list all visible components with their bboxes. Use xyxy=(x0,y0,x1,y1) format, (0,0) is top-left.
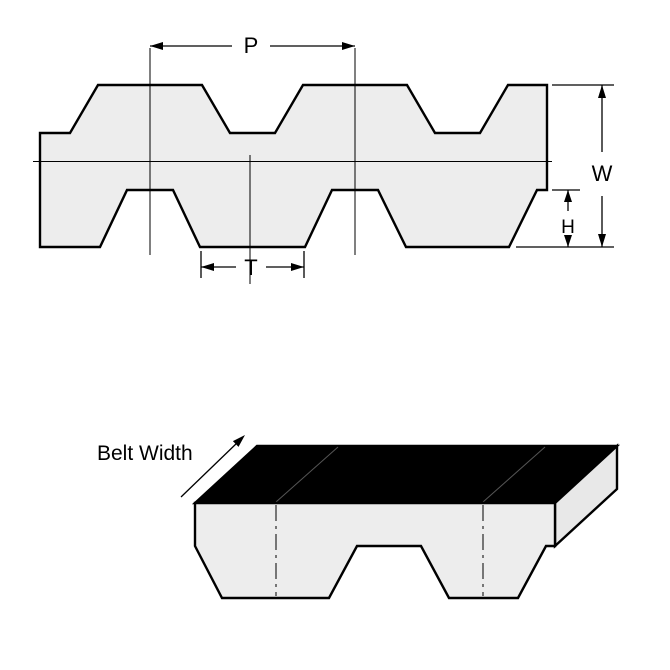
belt-front-face xyxy=(193,501,557,600)
arrowhead-p-left xyxy=(150,42,163,50)
dimension-tooth-width: T xyxy=(200,251,305,280)
arrowhead-h-bottom xyxy=(564,235,572,247)
top-face-seam-1 xyxy=(275,446,339,503)
belt-cross-section: P W H T xyxy=(33,33,614,284)
belt-width-arrowhead xyxy=(232,435,245,447)
arrowhead-w-bottom xyxy=(598,234,606,247)
belt-iso-view: Belt Width xyxy=(97,435,621,600)
dim-label-t: T xyxy=(244,255,257,280)
belt-width-label: Belt Width xyxy=(97,442,193,465)
dimension-overall-width: W xyxy=(516,84,614,248)
arrowhead-p-right xyxy=(342,42,355,50)
belt-top-face xyxy=(191,444,621,505)
arrowhead-t-left xyxy=(201,263,214,271)
belt-width-arrow-line xyxy=(180,441,239,498)
dim-label-h: H xyxy=(561,217,575,238)
dimension-tooth-height: H xyxy=(552,189,580,247)
dimension-pitch: P xyxy=(150,33,355,58)
dim-label-w: W xyxy=(592,161,613,186)
arrowhead-t-right xyxy=(291,263,304,271)
belt-profile-shape xyxy=(38,83,549,249)
top-face-seam-2 xyxy=(482,446,546,503)
arrowhead-w-top xyxy=(598,85,606,98)
arrowhead-h-top xyxy=(564,190,572,202)
dim-label-p: P xyxy=(244,33,259,58)
belt-width-annotation: Belt Width xyxy=(97,435,245,498)
